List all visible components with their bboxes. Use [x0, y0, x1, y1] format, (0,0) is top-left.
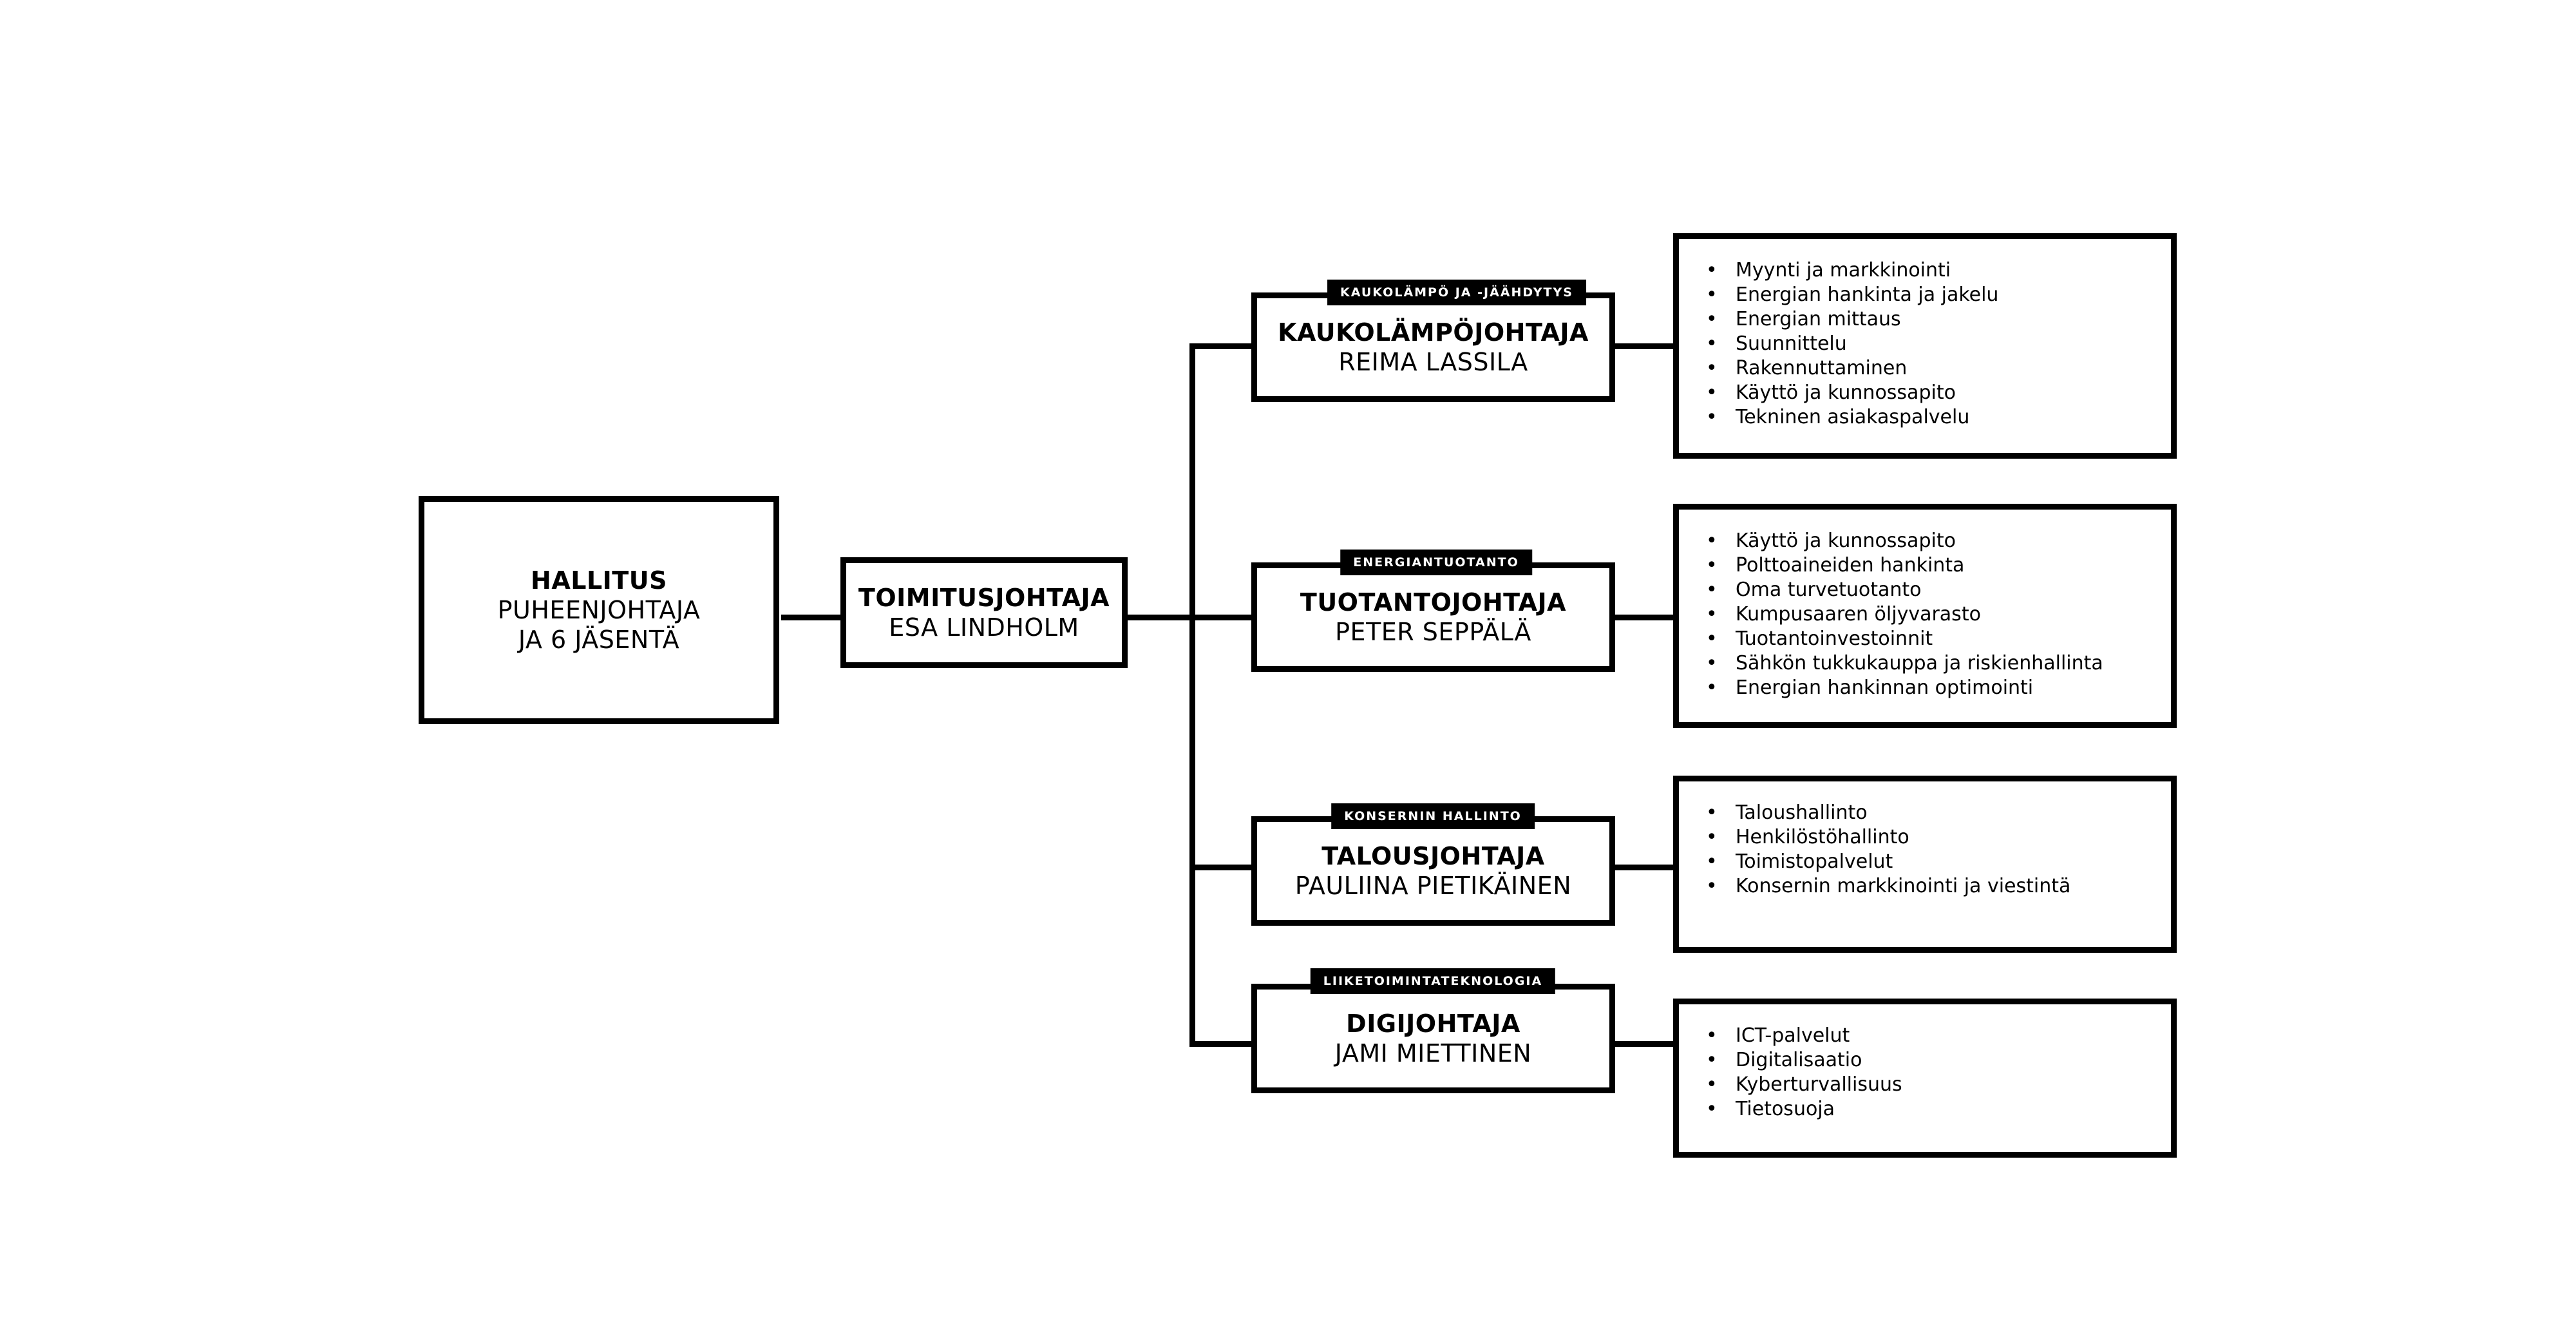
board-title: HALLITUS — [531, 566, 667, 595]
list-item: Myynti ja markkinointi — [1706, 258, 2145, 283]
unit-task-list-energy-production: Käyttö ja kunnossapito Polttoaineiden ha… — [1673, 504, 2177, 728]
ceo-box: TOIMITUSJOHTAJA ESA LINDHOLM — [840, 557, 1128, 668]
list-item: Rakennuttaminen — [1706, 356, 2145, 381]
list-item: Suunnittelu — [1706, 332, 2145, 356]
connector-unit-2-list — [1615, 615, 1681, 620]
connector-unit-1-list — [1615, 343, 1681, 349]
list-item: Tietosuoja — [1706, 1097, 2145, 1122]
unit-manager-name: PETER SEPPÄLÄ — [1335, 618, 1531, 646]
unit-manager-name: PAULIINA PIETIKÄINEN — [1294, 872, 1572, 900]
list-item: Tekninen asiakaspalvelu — [1706, 405, 2145, 430]
ceo-title: TOIMITUSJOHTAJA — [858, 584, 1110, 612]
unit-box-business-technology: DIGIJOHTAJA JAMI MIETTINEN — [1251, 984, 1615, 1093]
list-item: Kyberturvallisuus — [1706, 1073, 2145, 1097]
unit-title: TUOTANTOJOHTAJA — [1300, 588, 1567, 617]
unit-tag-business-technology: LIIKETOIMINTATEKNOLOGIA — [1310, 968, 1556, 994]
connector-trunk-unit-3 — [1189, 865, 1257, 870]
list-item: Taloushallinto — [1706, 801, 2145, 825]
connector-trunk-unit-4 — [1189, 1041, 1257, 1047]
connector-trunk-unit-2 — [1189, 615, 1257, 620]
list-item: Henkilöstöhallinto — [1706, 825, 2145, 850]
unit-tag-district-heating: KAUKOLÄMPÖ JA -JÄÄHDYTYS — [1327, 280, 1586, 305]
board-members-label: JA 6 JÄSENTÄ — [518, 626, 680, 654]
list-item: ICT-palvelut — [1706, 1024, 2145, 1048]
unit-title: DIGIJOHTAJA — [1346, 1009, 1520, 1038]
board-chair-label: PUHEENJOHTAJA — [497, 596, 701, 624]
list-item: Sähkön tukkukauppa ja riskienhallinta — [1706, 651, 2145, 676]
unit-box-energy-production: TUOTANTOJOHTAJA PETER SEPPÄLÄ — [1251, 562, 1615, 672]
connector-trunk-vertical — [1189, 343, 1195, 1047]
unit-box-district-heating: KAUKOLÄMPÖJOHTAJA REIMA LASSILA — [1251, 292, 1615, 402]
unit-manager-name: JAMI MIETTINEN — [1334, 1039, 1532, 1067]
unit-tag-energy-production: ENERGIANTUOTANTO — [1340, 550, 1532, 575]
list-item: Tuotantoinvestoinnit — [1706, 627, 2145, 651]
connector-ceo-trunk — [1127, 615, 1195, 620]
list-item: Konsernin markkinointi ja viestintä — [1706, 874, 2145, 899]
connector-unit-4-list — [1615, 1041, 1681, 1047]
unit-task-list-group-administration: Taloushallinto Henkilöstöhallinto Toimis… — [1673, 776, 2177, 953]
board-box: HALLITUS PUHEENJOHTAJA JA 6 JÄSENTÄ — [419, 496, 779, 724]
list-item: Digitalisaatio — [1706, 1048, 2145, 1073]
unit-task-list-business-technology: ICT-palvelut Digitalisaatio Kyberturvall… — [1673, 999, 2177, 1158]
unit-manager-name: REIMA LASSILA — [1338, 348, 1528, 376]
list-item: Energian hankinta ja jakelu — [1706, 283, 2145, 307]
list-item: Energian hankinnan optimointi — [1706, 676, 2145, 700]
list-item: Kumpusaaren öljyvarasto — [1706, 602, 2145, 627]
list-item: Käyttö ja kunnossapito — [1706, 529, 2145, 553]
unit-task-list-district-heating: Myynti ja markkinointi Energian hankinta… — [1673, 233, 2177, 459]
list-item: Oma turvetuotanto — [1706, 578, 2145, 602]
ceo-name: ESA LINDHOLM — [889, 613, 1079, 642]
connector-trunk-unit-1 — [1189, 343, 1257, 349]
list-item: Toimistopalvelut — [1706, 850, 2145, 874]
list-item: Polttoaineiden hankinta — [1706, 553, 2145, 578]
connector-board-ceo — [781, 615, 848, 620]
unit-title: KAUKOLÄMPÖJOHTAJA — [1278, 318, 1589, 347]
connector-unit-3-list — [1615, 865, 1681, 870]
unit-title: TALOUSJOHTAJA — [1321, 842, 1545, 870]
unit-box-group-administration: TALOUSJOHTAJA PAULIINA PIETIKÄINEN — [1251, 816, 1615, 926]
list-item: Käyttö ja kunnossapito — [1706, 381, 2145, 405]
list-item: Energian mittaus — [1706, 307, 2145, 332]
unit-tag-group-administration: KONSERNIN HALLINTO — [1331, 803, 1535, 829]
